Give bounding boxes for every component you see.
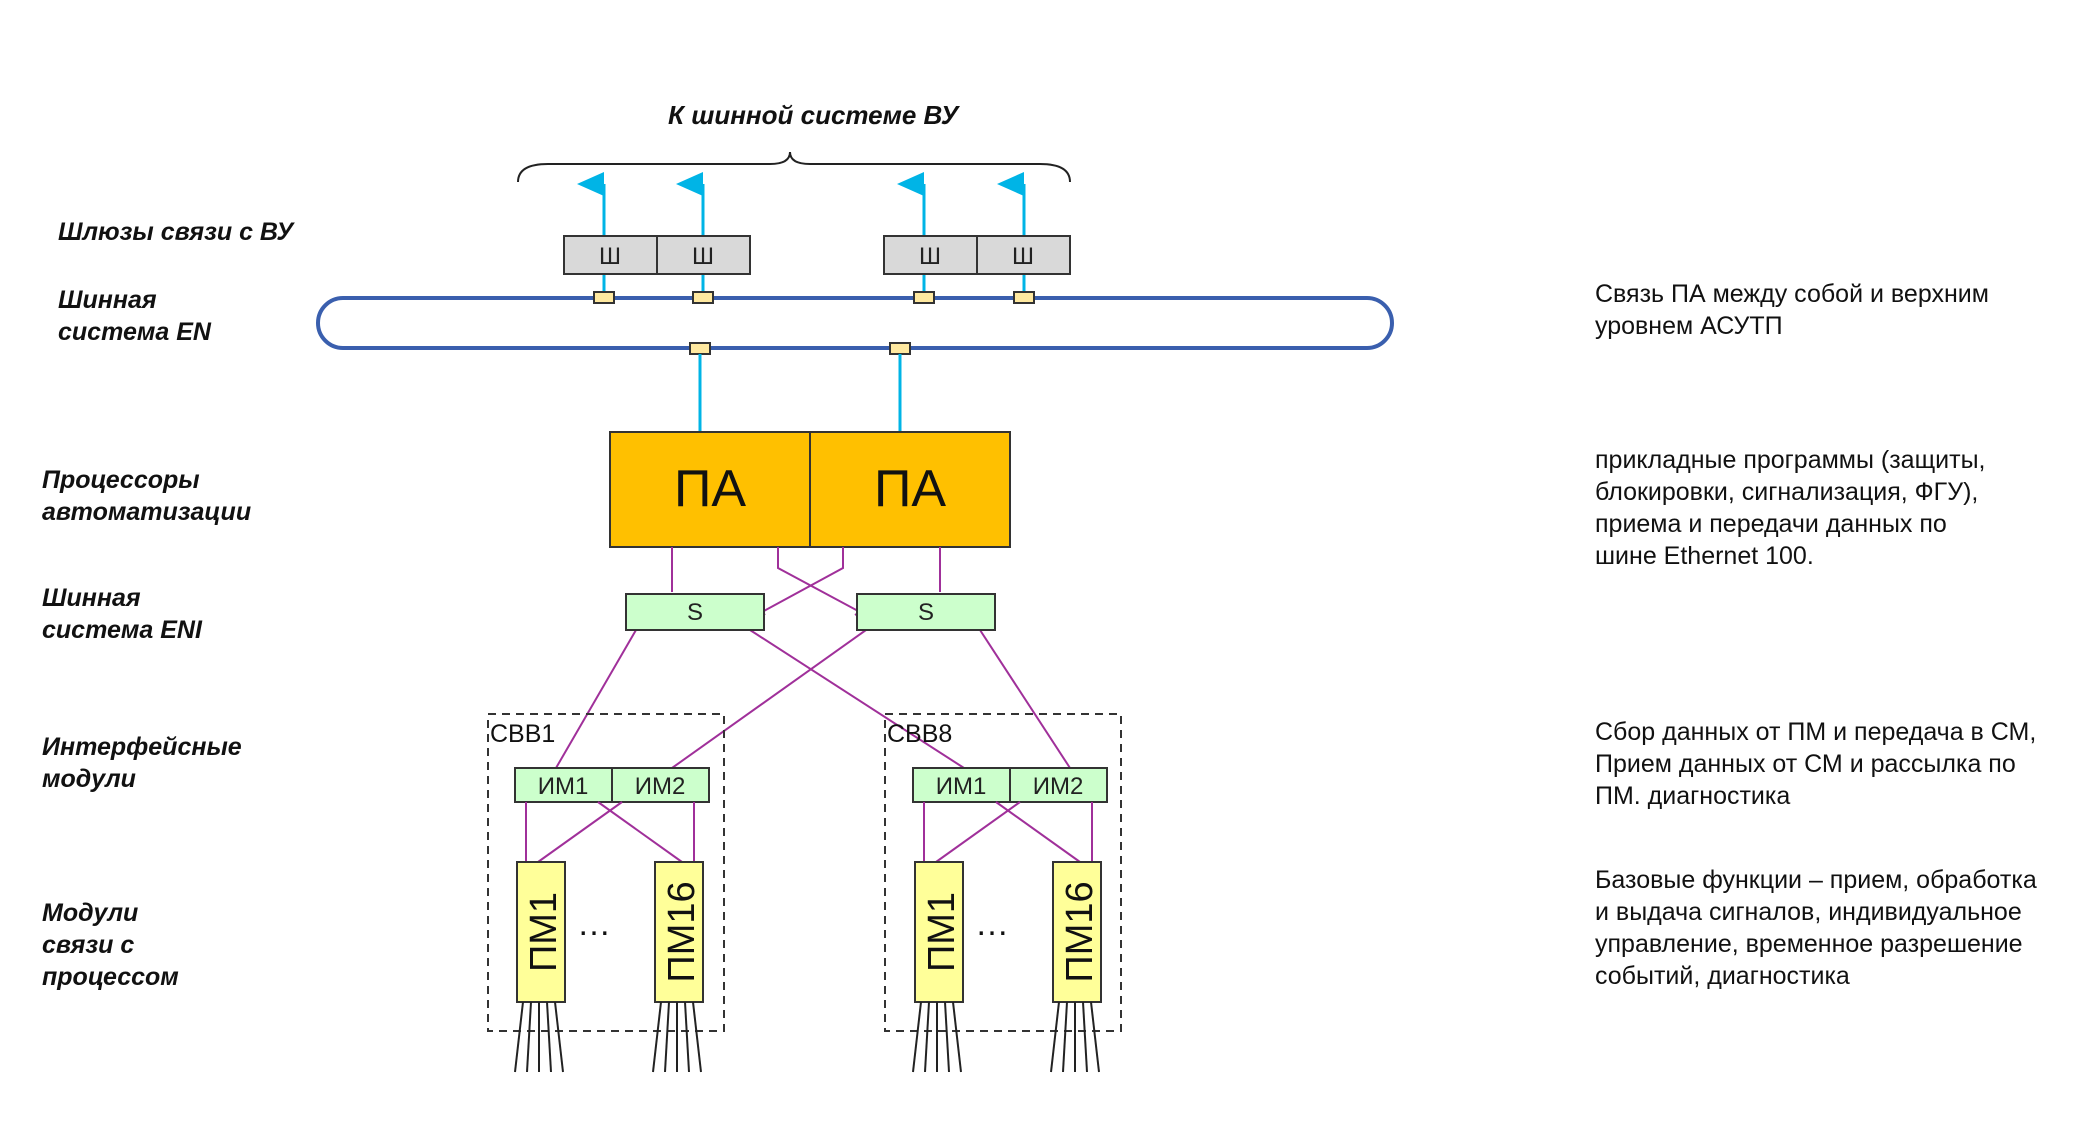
- gateways: Ш Ш Ш Ш: [563, 235, 1071, 275]
- label-bus-eni: Шинная система ENI: [42, 584, 202, 644]
- label-bus-en: Шинная система EN: [58, 286, 211, 346]
- gateway-label: Ш: [692, 243, 714, 270]
- pm-ellipsis: …: [577, 905, 611, 943]
- group-frame: [487, 713, 725, 1032]
- pa-uplinks: [698, 354, 902, 432]
- label-processors: Процессоры автоматизации: [42, 466, 252, 526]
- pm-label: ПМ16: [1059, 881, 1101, 982]
- group-frame: [884, 713, 1122, 1032]
- label-process-modules: Модули связи с процессом: [42, 899, 179, 991]
- group-name: СВВ1: [490, 720, 555, 748]
- gateway-label: Ш: [599, 243, 621, 270]
- signal-wires: [912, 1001, 1100, 1073]
- bus-port: [1013, 291, 1035, 304]
- pm-label: ПМ1: [523, 892, 565, 972]
- switch: S: [625, 593, 765, 631]
- desc-pm: Базовые функции – прием, обработка и выд…: [1595, 866, 2037, 990]
- bus-ports: [593, 291, 1035, 355]
- uplink-arrows: [577, 172, 1026, 236]
- im-label: ИМ1: [538, 773, 589, 800]
- im-module: [1009, 767, 1108, 803]
- switch: S: [856, 593, 996, 631]
- bus-port: [913, 291, 935, 304]
- processors: ПА ПА: [609, 431, 1011, 548]
- pm-label: ПМ16: [661, 881, 703, 982]
- eni-links: [555, 547, 1071, 769]
- gateway-label: Ш: [1012, 243, 1034, 270]
- label-interface-modules: Интерфейсные модули: [42, 733, 242, 793]
- im-module: [514, 767, 613, 803]
- pm-module: [914, 861, 964, 1003]
- pm-module: [654, 861, 704, 1003]
- bus-port: [689, 342, 711, 355]
- im-label: ИМ2: [635, 773, 686, 800]
- pm-label: ПМ1: [921, 892, 963, 972]
- top-brace: [517, 151, 1071, 183]
- desc-pa: прикладные программы (защиты, блокировки…: [1595, 446, 1986, 570]
- bus-port: [889, 342, 911, 355]
- im-label: ИМ1: [936, 773, 987, 800]
- processor-label: ПА: [874, 460, 946, 518]
- im-label: ИМ2: [1033, 773, 1084, 800]
- processor-label: ПА: [674, 460, 746, 518]
- gateway: Ш: [883, 235, 978, 275]
- group-name: СВВ8: [887, 720, 952, 748]
- bus-en-ring: [316, 296, 1394, 350]
- group-cvv1: СВВ1 ИМ1 ИМ2 ПМ1 … ПМ16: [487, 713, 725, 1073]
- switch-label: S: [918, 599, 934, 626]
- pm-module: [1052, 861, 1102, 1003]
- signal-wires: [514, 1001, 702, 1073]
- desc-en: Связь ПА между собой и верхним уровнем А…: [1595, 280, 1989, 340]
- group-cvv8: СВВ8 ИМ1 ИМ2 ПМ1 … ПМ16: [884, 713, 1122, 1073]
- bus-port: [692, 291, 714, 304]
- switch-label: S: [687, 599, 703, 626]
- desc-im: Сбор данных от ПМ и передача в СМ, Прием…: [1595, 718, 2037, 810]
- top-title: К шинной системе ВУ: [668, 100, 959, 130]
- pm-module: [516, 861, 566, 1003]
- bus-port: [593, 291, 615, 304]
- label-gateways: Шлюзы связи с ВУ: [58, 218, 294, 246]
- gateway: Ш: [976, 235, 1071, 275]
- gateway: Ш: [563, 235, 658, 275]
- im-module: [611, 767, 710, 803]
- processor-pa: ПА: [609, 431, 811, 548]
- processor-pa: ПА: [809, 431, 1011, 548]
- pm-ellipsis: …: [975, 905, 1009, 943]
- gateway: Ш: [656, 235, 751, 275]
- im-module: [912, 767, 1011, 803]
- switches: S S: [625, 593, 996, 631]
- gateway-label: Ш: [919, 243, 941, 270]
